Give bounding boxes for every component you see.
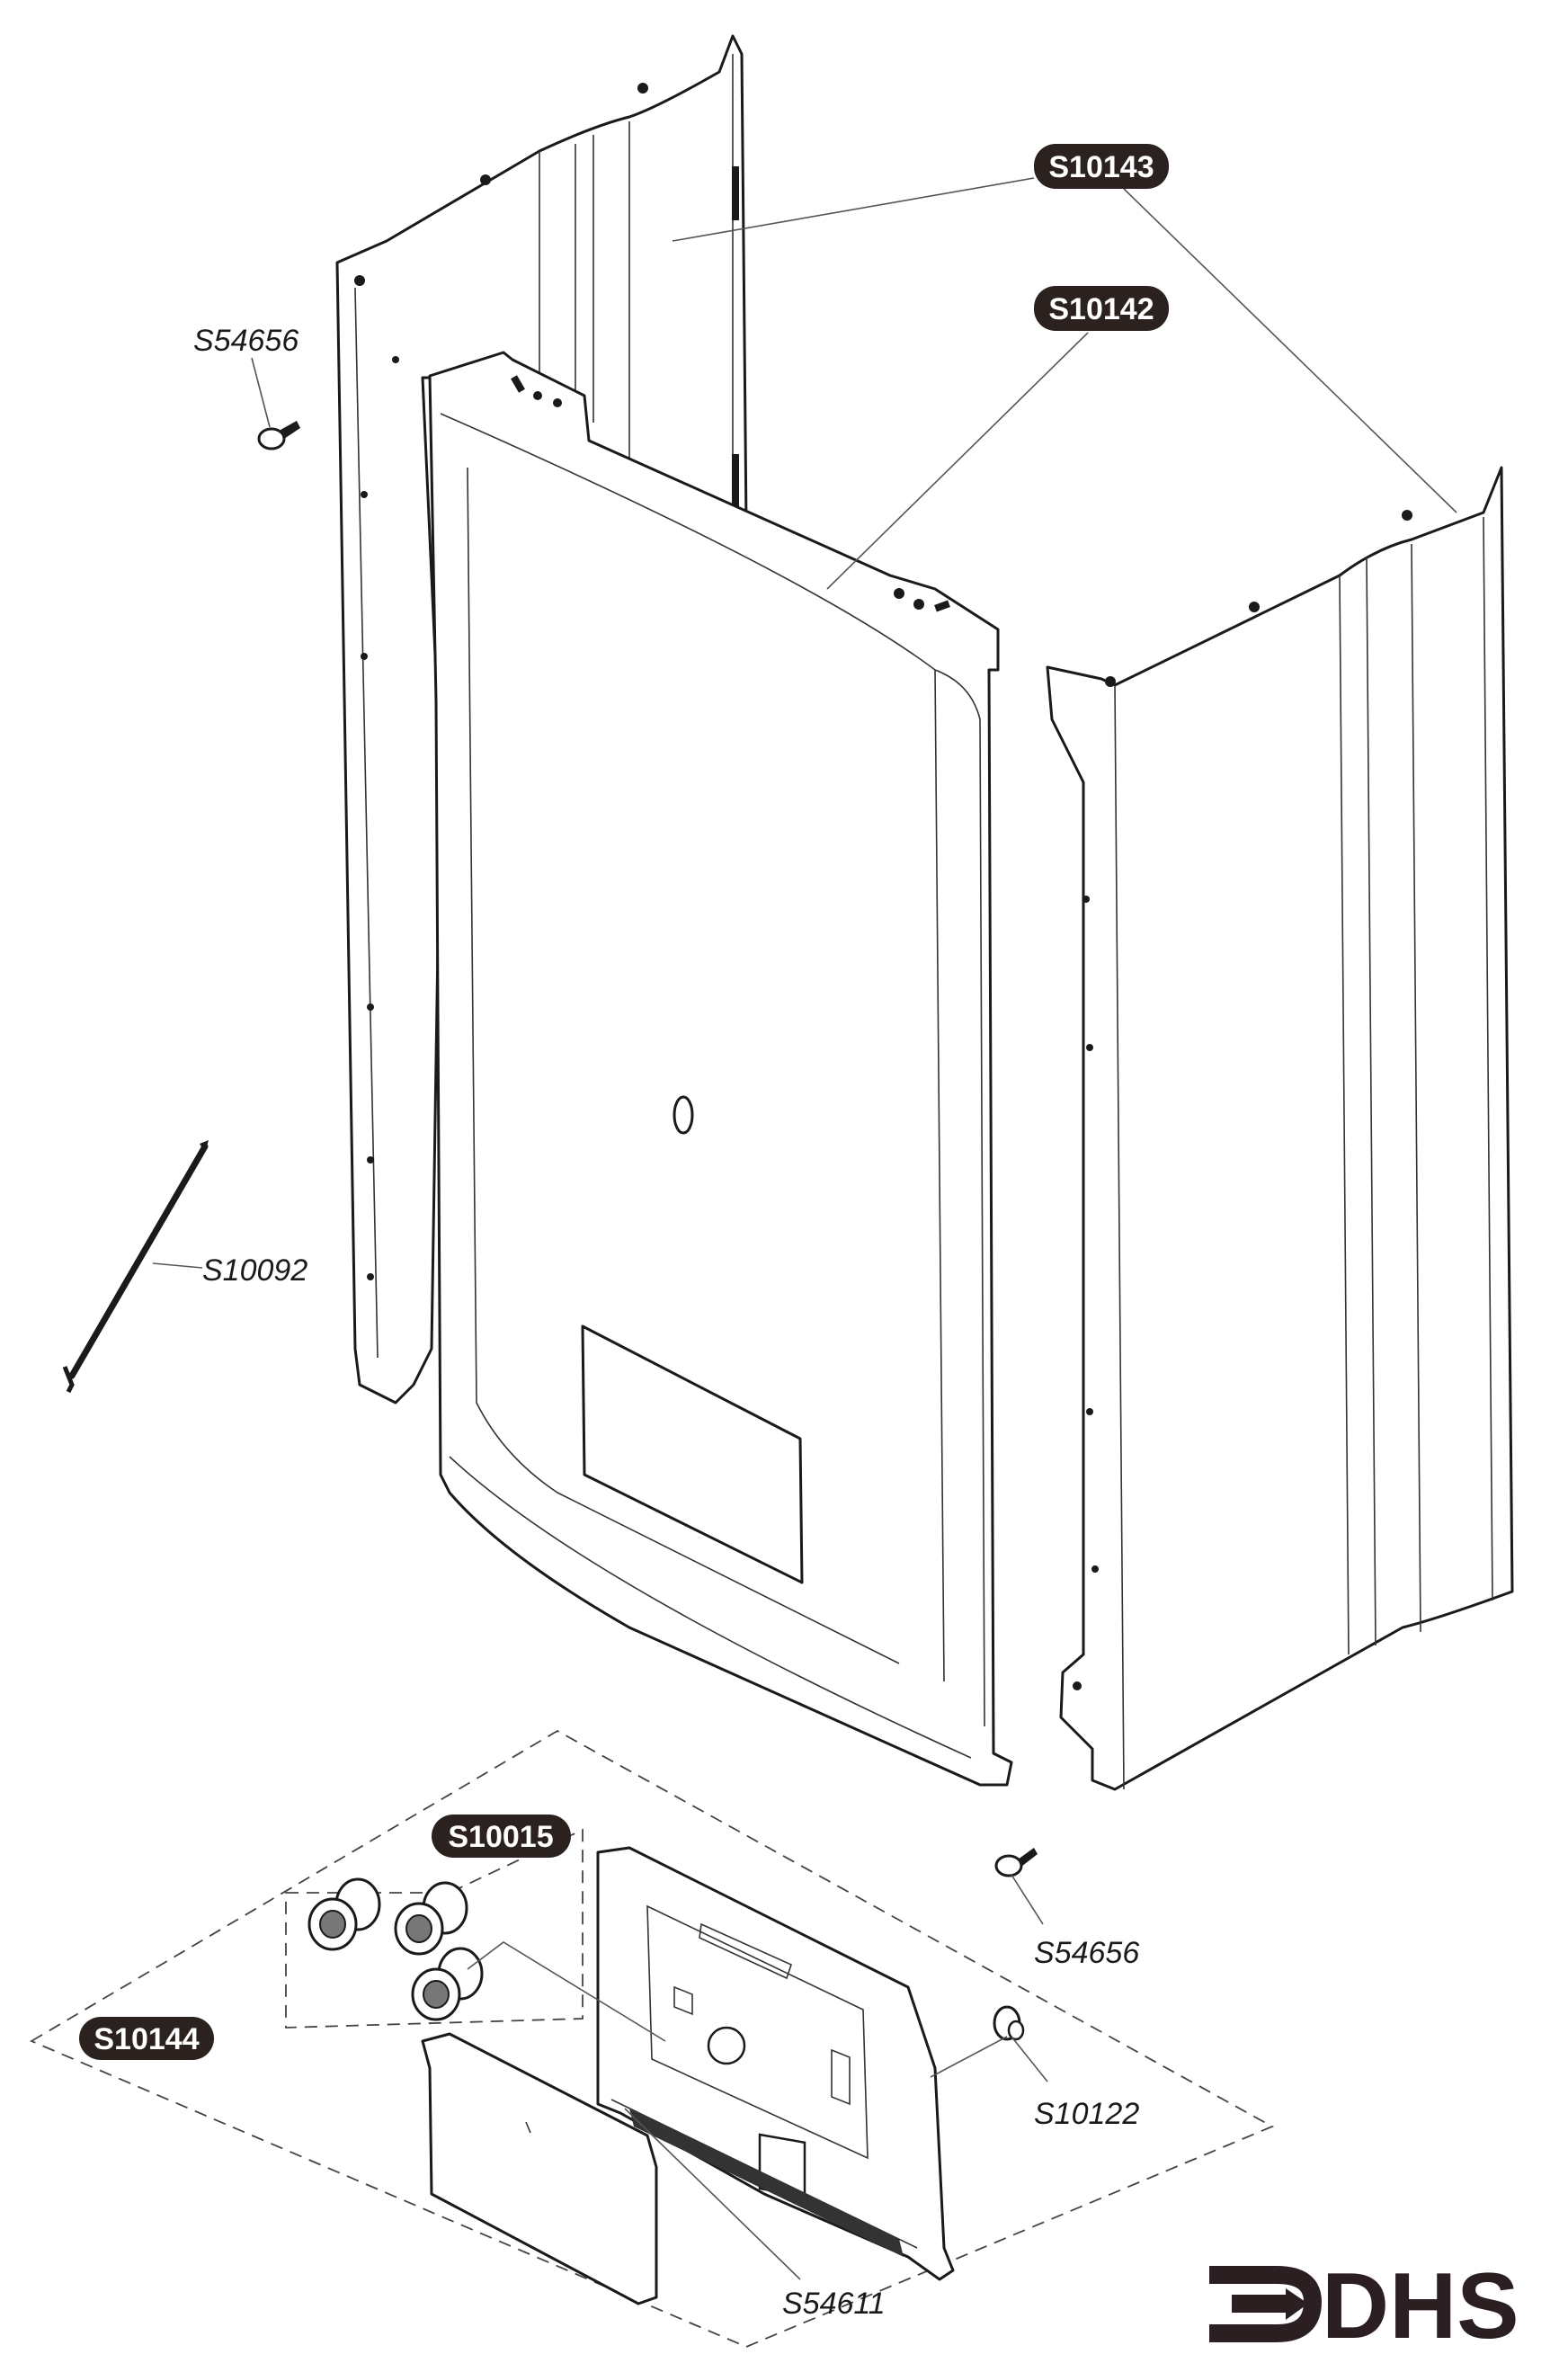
control-fascia xyxy=(596,1846,955,2281)
knob-2 xyxy=(394,1881,468,1956)
label-s10092: S10092 xyxy=(202,1253,307,1288)
rod-part xyxy=(62,1140,209,1394)
screw-top-left xyxy=(257,421,300,450)
right-side-panel xyxy=(1046,466,1514,1791)
svg-text:S10015: S10015 xyxy=(448,1820,553,1854)
screw-bottom-right xyxy=(994,1848,1038,1877)
svg-text:S10142: S10142 xyxy=(1048,292,1154,326)
knob-1 xyxy=(307,1877,381,1951)
flap-door xyxy=(421,2032,658,2305)
dhs-logo-text: DHS xyxy=(1322,2254,1519,2359)
control-kit-dashed-outline xyxy=(30,1729,1275,2348)
svg-text:S10144: S10144 xyxy=(94,2022,199,2056)
label-s10122: S10122 xyxy=(1034,2097,1139,2131)
knob-3 xyxy=(411,1947,484,2021)
knob-kit-dashed-outline xyxy=(285,1828,584,2029)
grommet-part xyxy=(993,2005,1025,2041)
dhs-logo: DHS xyxy=(1209,2254,1519,2359)
label-s10143: S10143 xyxy=(1034,144,1169,189)
label-s10142: S10142 xyxy=(1034,286,1169,331)
label-s10144: S10144 xyxy=(79,2017,214,2060)
svg-text:S10143: S10143 xyxy=(1048,150,1154,184)
label-s10015: S10015 xyxy=(432,1815,571,1858)
label-s54656-bottom: S54656 xyxy=(1034,1936,1139,1970)
front-cover-panel xyxy=(428,351,1013,1787)
knobs-group xyxy=(307,1877,484,2021)
label-s54656-top: S54656 xyxy=(193,324,298,358)
leader-lines xyxy=(152,177,1457,2280)
label-s54611: S54611 xyxy=(782,2287,886,2321)
